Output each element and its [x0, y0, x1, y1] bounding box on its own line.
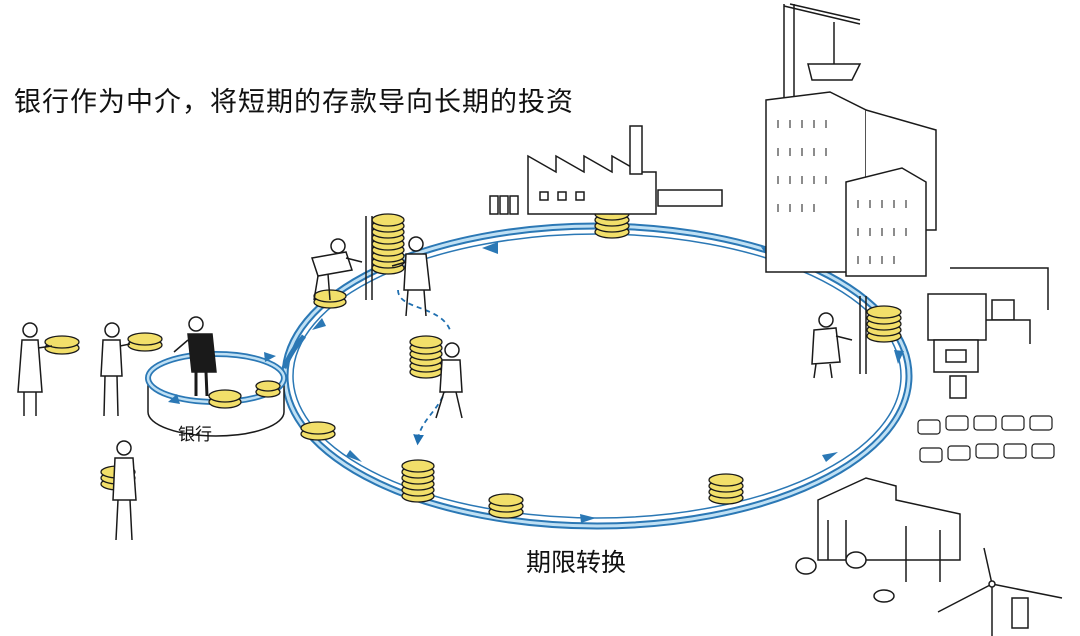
person-icon	[100, 322, 131, 417]
car-icon	[945, 415, 969, 431]
coin-stack-icon	[488, 493, 524, 519]
barrel-icon	[795, 551, 895, 603]
coin-stack-icon	[300, 421, 336, 441]
car-icon	[1031, 443, 1055, 459]
coin-stack-icon	[127, 332, 163, 352]
barrel-icon	[489, 195, 519, 215]
car-icon	[1003, 443, 1027, 459]
measuring-poles	[365, 216, 867, 374]
coin-stack-icon	[208, 389, 242, 409]
ring-arrow-icon	[822, 452, 838, 462]
ring-arrow-icon	[580, 514, 596, 523]
bank-label: 银行	[178, 425, 212, 445]
person-icon	[811, 312, 853, 379]
bank-connector	[281, 334, 306, 370]
ring-arrow-icon	[482, 242, 498, 254]
ring-arrow-icon	[312, 318, 326, 330]
coin-stack-icon	[401, 459, 435, 503]
diagram-heading: 银行作为中介，将短期的存款导向长期的投资	[14, 87, 574, 118]
diagram-caption: 期限转换	[526, 548, 627, 577]
ring-arrow-icon	[894, 350, 904, 364]
coin-stack-icon	[708, 473, 744, 505]
dashed-transfer-arrow	[397, 289, 451, 440]
car-icon	[919, 447, 943, 463]
coin-stack-icon	[866, 305, 902, 343]
cars	[917, 415, 1055, 463]
plant-building-icon	[795, 477, 1029, 629]
person-icon	[435, 342, 463, 419]
machine-icon	[927, 267, 1049, 399]
person-icon	[112, 440, 137, 541]
car-icon	[917, 419, 941, 435]
car-icon	[973, 415, 997, 431]
barrel-icon	[949, 375, 967, 399]
person-icon	[311, 238, 363, 301]
ring-arrow-icon	[346, 450, 362, 462]
car-icon	[975, 443, 999, 459]
car-icon	[1001, 415, 1025, 431]
wind-turbine-icon	[937, 547, 1063, 636]
crane-icon	[783, 3, 862, 110]
factory-icon	[489, 125, 723, 215]
car-icon	[947, 445, 971, 461]
person-icon	[391, 236, 431, 317]
person-icon	[17, 322, 53, 416]
coin-stack-icon	[409, 335, 443, 379]
coin-stack-icon	[255, 380, 281, 398]
person-icon	[173, 316, 217, 397]
people	[17, 236, 853, 541]
coin-stack-icon	[44, 335, 80, 355]
bank-arrow-icon	[264, 352, 276, 362]
building-icon	[765, 91, 937, 277]
bank-arrow-icon	[168, 394, 180, 404]
coin-stack-icon	[371, 213, 405, 275]
car-icon	[1029, 415, 1053, 431]
